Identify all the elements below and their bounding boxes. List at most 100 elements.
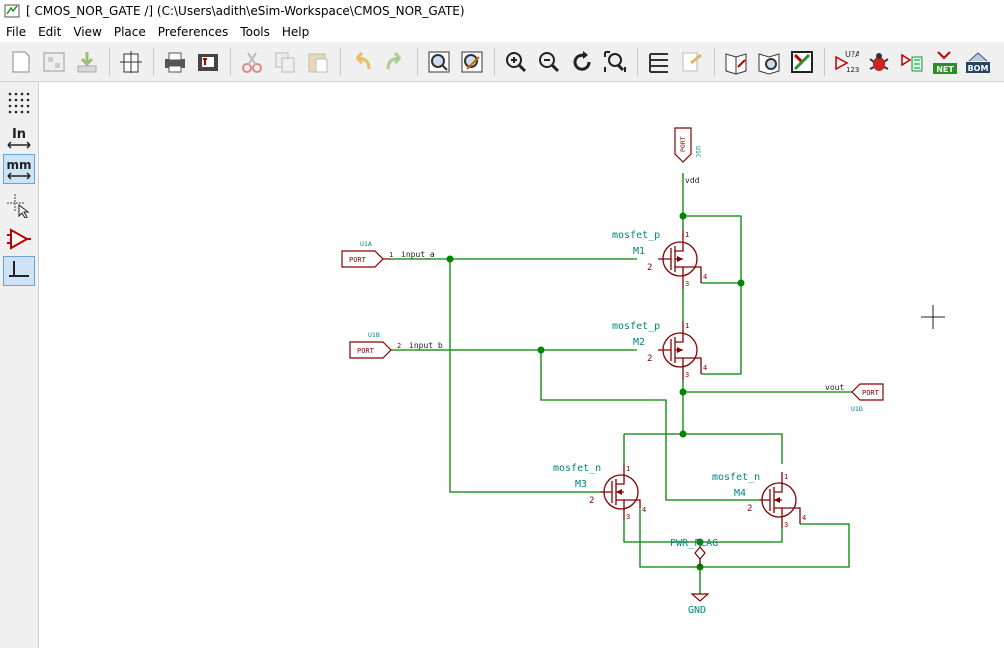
cursor-crosshair-icon bbox=[7, 194, 30, 218]
hierarchy-navigator-button[interactable] bbox=[644, 47, 674, 77]
transistor-m1[interactable]: mosfet_p M1 1 2 3 4 bbox=[612, 230, 707, 289]
print-button[interactable] bbox=[160, 47, 190, 77]
port-vdd[interactable]: PORT U1C vdd bbox=[674, 127, 702, 185]
find-button[interactable] bbox=[424, 47, 454, 77]
paste-button[interactable] bbox=[303, 47, 333, 77]
power-flag[interactable]: PWR_FLAG bbox=[670, 538, 718, 567]
zoom-in-button[interactable] bbox=[501, 47, 531, 77]
port-input-a-pin: 1 bbox=[389, 251, 393, 259]
units-mm-button[interactable]: mm bbox=[3, 154, 35, 184]
erc-button[interactable] bbox=[864, 47, 894, 77]
wire-m4-source bbox=[700, 528, 783, 543]
m1-pin1: 1 bbox=[685, 231, 689, 239]
wire-body-bypass bbox=[701, 283, 742, 375]
open-schematic-button[interactable] bbox=[39, 47, 69, 77]
m3-pin3: 3 bbox=[626, 513, 630, 521]
menu-help[interactable]: Help bbox=[281, 25, 310, 39]
find-replace-button[interactable] bbox=[457, 47, 487, 77]
m2-pin4: 4 bbox=[703, 364, 707, 372]
m2-pin1: 1 bbox=[685, 322, 689, 330]
library-editor-icon bbox=[725, 52, 747, 75]
schematic-canvas[interactable]: PORT U1C vdd PORT U1A 1 input_a PORT U1B… bbox=[39, 82, 1004, 648]
menu-place[interactable]: Place bbox=[113, 25, 146, 39]
port-input-a-label: PORT bbox=[349, 256, 367, 264]
menu-edit[interactable]: Edit bbox=[38, 25, 62, 39]
port-input-b[interactable]: PORT U1B 2 input_b bbox=[349, 331, 443, 359]
menu-view[interactable]: View bbox=[73, 25, 102, 39]
component-edit-icon bbox=[791, 50, 813, 73]
bug-icon bbox=[869, 52, 889, 71]
redo-button[interactable] bbox=[380, 47, 410, 77]
port-input-b-pin: 2 bbox=[397, 342, 401, 350]
symbol-editor-button[interactable] bbox=[721, 47, 751, 77]
port-vout-label: PORT bbox=[862, 389, 880, 397]
wire-45-toggle-button[interactable] bbox=[3, 256, 35, 286]
transistor-m4[interactable]: mosfet_n M4 1 2 3 4 bbox=[712, 472, 806, 529]
m1-pin3: 3 bbox=[685, 280, 689, 288]
undo-button[interactable] bbox=[347, 47, 377, 77]
annotate-button[interactable]: U?A 123 bbox=[831, 47, 861, 77]
port-input-b-label: PORT bbox=[357, 347, 375, 355]
title-bar: [ CMOS_NOR_GATE /] (C:\Users\adith\eSim-… bbox=[0, 0, 1004, 22]
zoom-out-button[interactable] bbox=[534, 47, 564, 77]
assign-footprints-button[interactable] bbox=[897, 47, 927, 77]
menu-tools[interactable]: Tools bbox=[240, 25, 270, 39]
annotate-label: U?A bbox=[845, 50, 859, 59]
m2-value: mosfet_p bbox=[612, 321, 660, 332]
hierarchy-navigator-icon bbox=[649, 52, 668, 73]
grid-toggle-button[interactable] bbox=[3, 88, 35, 118]
zoom-fit-icon bbox=[604, 50, 626, 72]
cut-button[interactable] bbox=[237, 47, 267, 77]
inch-units-icon: In bbox=[7, 127, 31, 149]
m1-pin4: 4 bbox=[703, 273, 707, 281]
find-replace-icon bbox=[461, 51, 483, 72]
menu-preferences[interactable]: Preferences bbox=[157, 25, 229, 39]
grid-icon bbox=[8, 92, 30, 114]
m4-pin3: 3 bbox=[784, 521, 788, 529]
redraw-button[interactable] bbox=[567, 47, 597, 77]
units-inch-button[interactable]: In bbox=[3, 122, 35, 152]
annotate-button-alt[interactable] bbox=[787, 47, 817, 77]
net-input-a-label: input_a bbox=[401, 250, 435, 259]
copy-button[interactable] bbox=[270, 47, 300, 77]
hidden-pins-icon bbox=[7, 228, 31, 250]
leave-sheet-button[interactable] bbox=[677, 47, 707, 77]
cursor-shape-button[interactable] bbox=[3, 190, 35, 220]
m1-ref: M1 bbox=[633, 246, 645, 257]
paste-icon bbox=[308, 53, 328, 72]
orthogonal-wire-icon bbox=[9, 261, 29, 277]
port-vout[interactable]: PORT U1D vout bbox=[825, 383, 884, 413]
bom-button[interactable]: BOM bbox=[963, 47, 993, 77]
new-schematic-button[interactable] bbox=[6, 47, 36, 77]
ground-symbol[interactable]: GND bbox=[688, 593, 710, 616]
page-settings-button[interactable] bbox=[116, 47, 146, 77]
menu-file[interactable]: File bbox=[6, 25, 27, 39]
m2-pin3: 3 bbox=[685, 371, 689, 379]
net-vout-label: vout bbox=[825, 383, 844, 392]
junction bbox=[679, 212, 687, 220]
junction bbox=[696, 538, 704, 546]
netlist-button[interactable]: NET bbox=[930, 47, 960, 77]
bom-label: BOM bbox=[968, 64, 989, 73]
port-vdd-label: PORT bbox=[679, 136, 687, 152]
m4-pin4: 4 bbox=[802, 514, 806, 522]
transistor-m2[interactable]: mosfet_p M2 1 2 3 4 bbox=[612, 321, 707, 380]
m3-ref: M3 bbox=[575, 479, 587, 490]
junctions bbox=[446, 212, 745, 571]
wire-input-b-down bbox=[540, 350, 759, 501]
power-flag-label: PWR_FLAG bbox=[670, 538, 718, 549]
new-page-icon bbox=[12, 51, 30, 72]
transistor-m3[interactable]: mosfet_n M3 1 2 3 4 bbox=[553, 463, 646, 521]
save-button[interactable] bbox=[72, 47, 102, 77]
port-input-a[interactable]: PORT U1A 1 input_a bbox=[341, 240, 435, 268]
plot-button[interactable] bbox=[193, 47, 223, 77]
schematic-drawing[interactable]: PORT U1C vdd PORT U1A 1 input_a PORT U1B… bbox=[39, 82, 1004, 648]
m1-value: mosfet_p bbox=[612, 230, 660, 241]
library-browser-button[interactable] bbox=[754, 47, 784, 77]
junction bbox=[679, 388, 687, 396]
m3-pin1: 1 bbox=[626, 465, 630, 473]
show-hidden-pins-button[interactable] bbox=[3, 224, 35, 254]
zoom-fit-button[interactable] bbox=[600, 47, 630, 77]
mm-units-label: mm bbox=[6, 158, 31, 172]
wire-input-a-down bbox=[449, 259, 600, 493]
